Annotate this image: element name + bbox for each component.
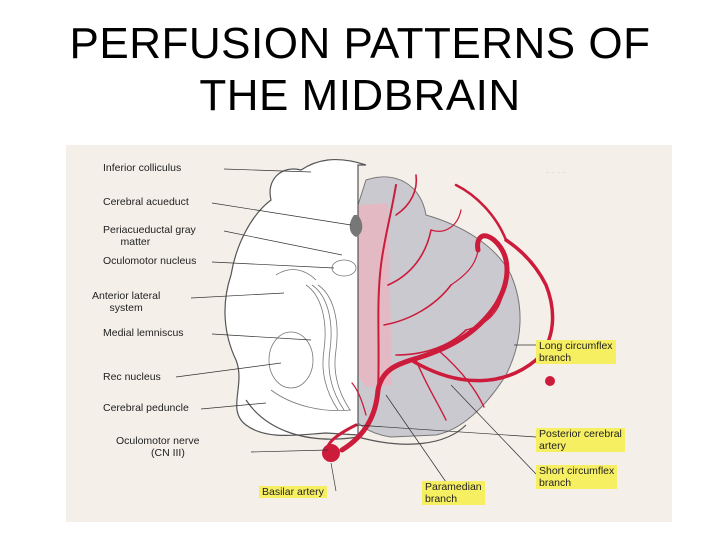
title-line-2: THE MIDBRAIN bbox=[199, 71, 521, 120]
leader-lines bbox=[175, 168, 537, 492]
internal-structures bbox=[268, 259, 357, 411]
paramedian-artery bbox=[377, 184, 397, 391]
long-circumflex-artery bbox=[409, 238, 555, 383]
title-line-1: PERFUSION PATTERNS OF bbox=[69, 19, 651, 68]
posterior-cerebral-artery bbox=[339, 233, 510, 453]
label-basilar-artery: Basilar artery bbox=[259, 486, 327, 498]
slide-title: PERFUSION PATTERNS OF THE MIDBRAIN bbox=[0, 18, 720, 122]
midbrain-illustration bbox=[175, 159, 555, 492]
label-cerebral-aqueduct: Cerebral acueduct bbox=[103, 196, 189, 208]
faded-book-text: · · · · bbox=[546, 167, 566, 177]
basilar-artery-dot bbox=[322, 444, 340, 462]
label-periaqueductal-gray: Periacueductal gray matter bbox=[103, 224, 196, 248]
label-long-circumflex-branch: Long circumflex branch bbox=[536, 340, 616, 364]
aqueduct-shape bbox=[349, 215, 363, 237]
label-paramedian-branch: Paramedian branch bbox=[422, 481, 485, 505]
label-oculomotor-nucleus: Oculomotor nucleus bbox=[103, 255, 197, 267]
label-medial-lemniscus: Medial lemniscus bbox=[103, 327, 184, 339]
midbrain-diagram: · · · · Inferior colliculus Cerebral acu… bbox=[66, 145, 672, 522]
label-red-nucleus: Rec nucleus bbox=[103, 371, 161, 383]
long-circumflex-end bbox=[545, 376, 555, 386]
label-inferior-colliculus: Inferior colliculus bbox=[103, 162, 182, 174]
label-short-circumflex-branch: Short circumflex branch bbox=[536, 465, 618, 489]
arterial-tree bbox=[324, 174, 555, 462]
midbrain-outline-left bbox=[224, 159, 367, 436]
label-posterior-cerebral-artery: Posterior cerebral artery bbox=[536, 428, 625, 452]
label-anterior-lateral-system: Anterior lateral system bbox=[92, 290, 161, 314]
label-oculomotor-nerve: Oculomotor nerve (CN III) bbox=[116, 435, 200, 459]
label-cerebral-peduncle: Cerebral peduncle bbox=[103, 402, 189, 414]
